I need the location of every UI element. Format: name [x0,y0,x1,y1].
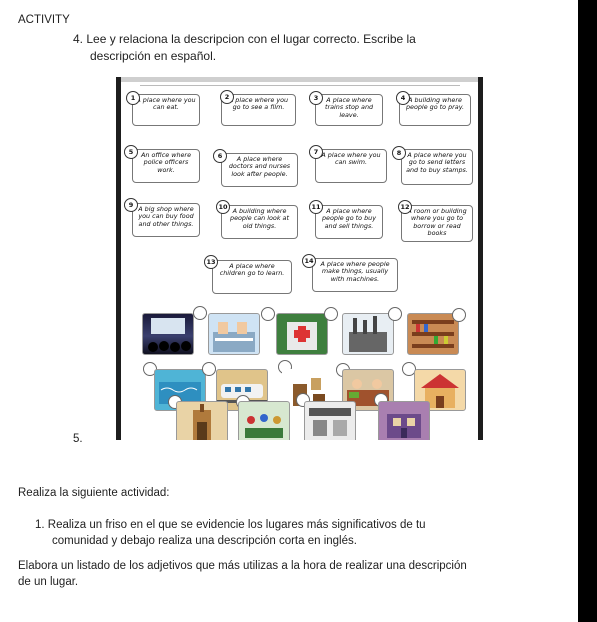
description-card-9: A big shop where you can buy food and ot… [132,203,200,237]
picture-cinema [142,313,194,355]
answer-circle-7[interactable] [202,362,216,376]
picture-police-station [378,401,430,440]
answer-circle-5[interactable] [452,308,466,322]
museum-illustration [245,414,283,438]
card-number-7: 7 [309,145,323,159]
description-card-5: An office where police officers work. [132,149,200,183]
worksheet-rule [140,85,460,86]
hospital-illustration [287,322,317,350]
instructions-item-1-line-1: 1. Realiza un friso en el que se evidenc… [35,519,426,531]
card-number-1: 1 [126,91,140,105]
card-number-2: 2 [220,90,234,104]
card-number-4: 4 [396,91,410,105]
answer-circle-1[interactable] [193,306,207,320]
supermarket-illustration [309,408,351,436]
description-card-12: A room or building where you go to borro… [401,205,473,242]
description-card-10: A building where people can look at old … [221,205,298,239]
card-number-8: 8 [392,146,406,160]
answer-circle-4[interactable] [388,307,402,321]
description-card-7: A place where you can swim. [315,149,387,183]
picture-hospital [276,313,328,355]
description-card-3: A place where trains stop and leave. [315,94,383,126]
instructions-item-1-line-2: comunidad y debajo realiza una descripci… [52,535,357,547]
card-number-13: 13 [204,255,218,269]
description-card-8: A place where you go to send letters and… [401,149,473,185]
instructions-elabora-line-2: de un lugar. [18,576,79,588]
card-number-9: 9 [124,198,138,212]
worksheet-image: A place where you can eat. 1 A place whe… [116,77,483,440]
police-station-illustration [387,414,421,438]
description-card-4: A building where people go to pray. [399,94,471,126]
instructions-elabora-line-1: Elabora un listado de los adjetivos que … [18,560,467,572]
instructions-realiza: Realiza la siguiente actividad: [18,487,170,499]
picture-church [176,401,228,440]
description-card-11: A place where people go to buy and sell … [315,205,383,239]
description-card-6: A place where doctors and nurses look af… [221,153,298,187]
question-4-line-1: 4. Lee y relaciona la descripcion con el… [73,32,416,46]
restaurant-illustration [213,322,255,352]
description-card-14: A place where people make things, usuall… [312,258,398,292]
worksheet-top-edge [116,77,483,82]
description-card-13: A place where children go to learn. [212,260,292,294]
card-number-14: 14 [302,254,316,268]
picture-factory [342,313,394,355]
right-edge-bar [578,0,597,622]
picture-supermarket [304,401,356,440]
description-card-1: A place where you can eat. [132,94,200,126]
activity-heading: ACTIVITY [18,14,70,26]
answer-circle-3[interactable] [324,307,338,321]
school-illustration [421,374,459,408]
card-number-3: 3 [309,91,323,105]
answer-circle-2[interactable] [261,307,275,321]
factory-illustration [349,316,387,352]
picture-museum [238,401,290,440]
card-number-5: 5 [124,145,138,159]
library-illustration [412,320,454,348]
card-number-11: 11 [309,200,323,214]
picture-restaurant [208,313,260,355]
card-number-10: 10 [216,200,230,214]
question-4-line-2: descripción en español. [90,49,217,63]
church-illustration [193,404,211,440]
card-number-12: 12 [398,200,412,214]
question-5-number: 5. [73,433,83,445]
card-number-6: 6 [213,149,227,163]
worksheet-left-border [116,77,121,440]
cinema-illustration [148,318,191,352]
picture-market [342,369,394,411]
picture-library [407,313,459,355]
worksheet-right-border [478,77,483,440]
